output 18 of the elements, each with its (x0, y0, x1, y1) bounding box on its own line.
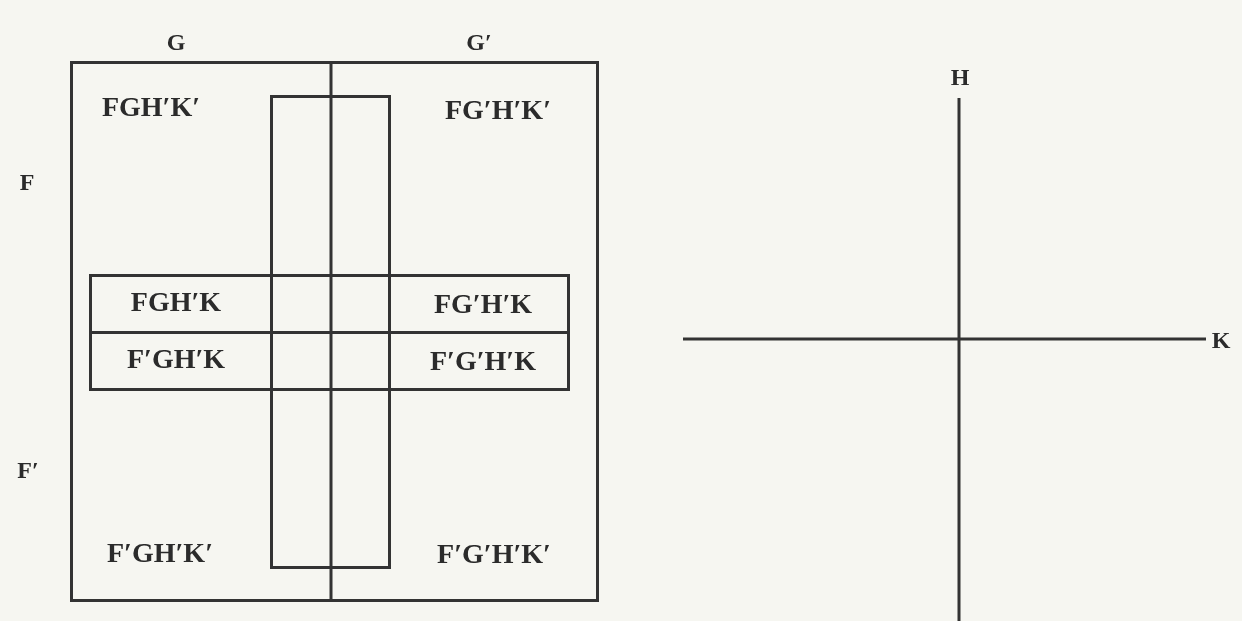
set-label: G (166, 30, 186, 54)
set-label: F′ (17, 458, 39, 482)
region-label: FG′H′K′ (444, 96, 552, 124)
band-row (89, 274, 570, 334)
vertical-rectangle (270, 95, 391, 569)
region-label: FG′H′K (433, 290, 533, 318)
band-row (89, 331, 570, 391)
set-label: H (950, 65, 970, 89)
region-label: FGH′K (130, 288, 222, 316)
set-label: F (19, 170, 35, 194)
region-label: F′G′H′K′ (437, 540, 551, 568)
set-label: K (1211, 328, 1231, 352)
region-label: F′GH′K′ (106, 539, 214, 567)
region-label: F′GH′K (126, 345, 226, 373)
region-label: F′G′H′K (429, 347, 537, 375)
set-label: G′ (466, 30, 492, 54)
outer-square (70, 61, 599, 602)
region-label: FGH′K′ (101, 93, 201, 121)
